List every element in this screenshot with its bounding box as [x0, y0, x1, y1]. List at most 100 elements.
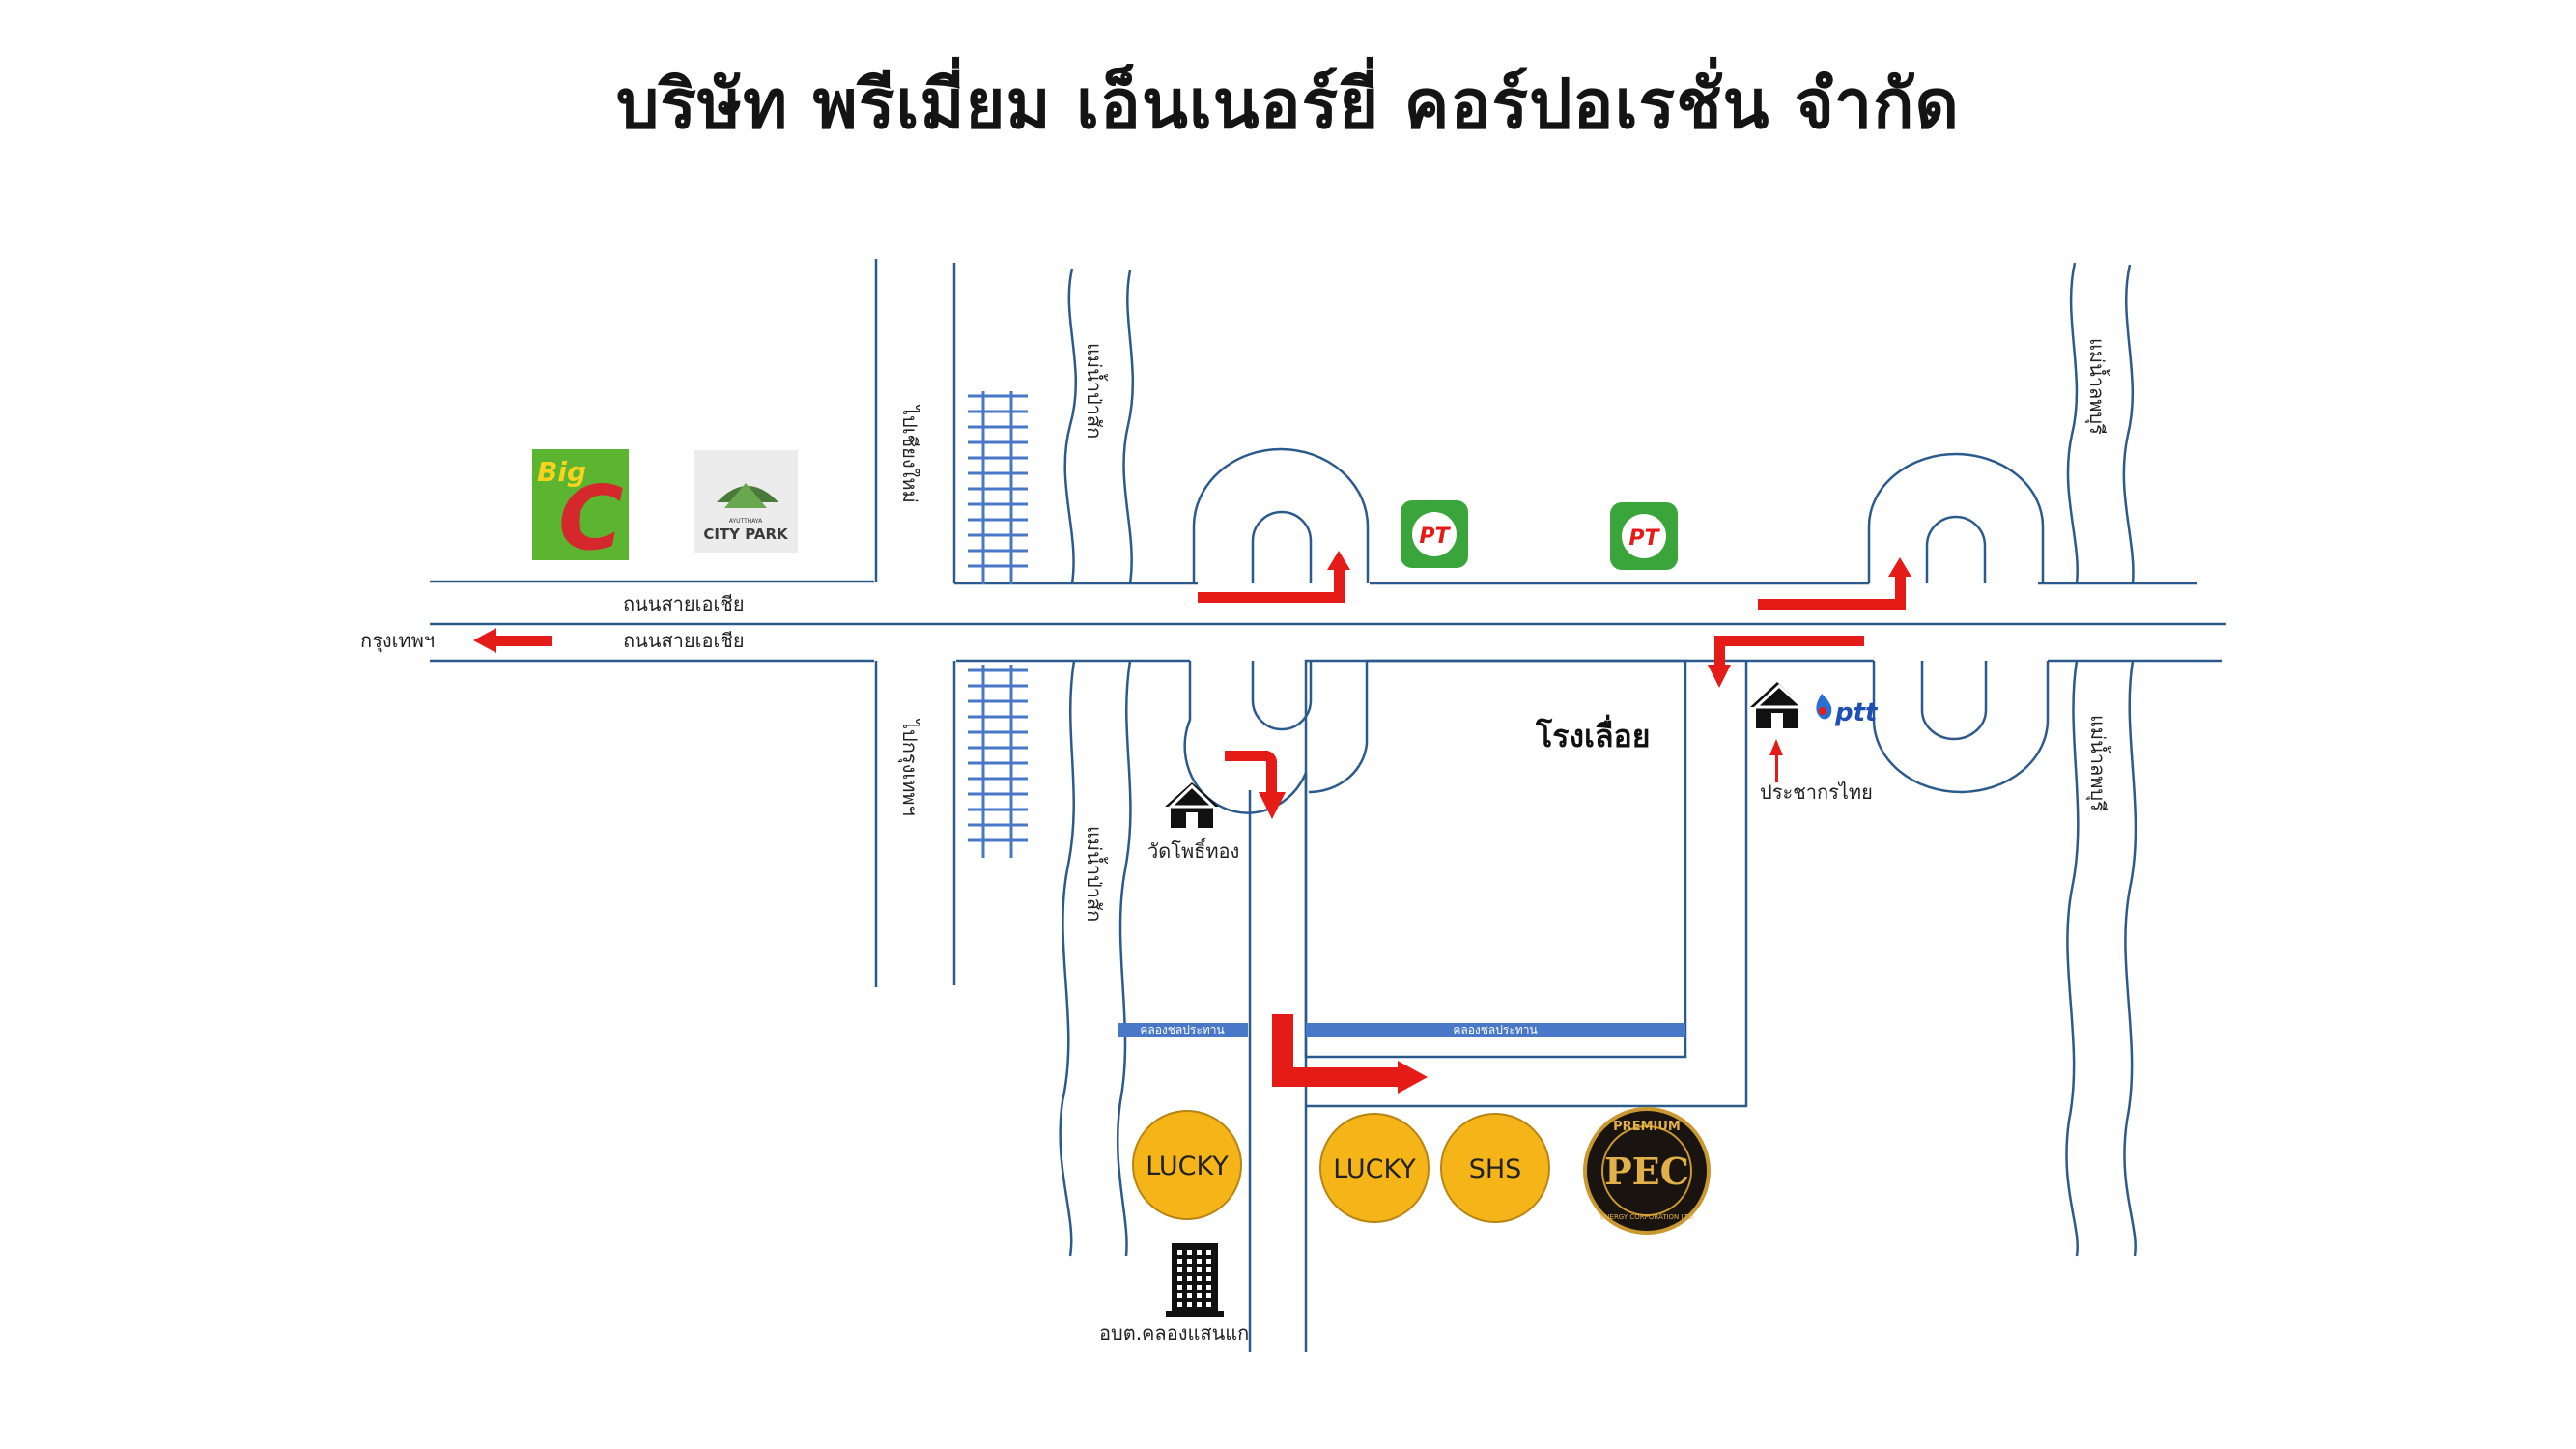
- canal-left-label: คลองชลประทาน: [1140, 1023, 1224, 1037]
- ptt-logo: ptt: [1816, 694, 1879, 727]
- canals: คลองชลประทาน คลองชลประทาน: [1118, 1023, 1685, 1037]
- building-window: [1177, 1259, 1182, 1264]
- uturn-right-top-outer: [1867, 452, 2045, 583]
- sawmill-block: [1304, 659, 1687, 1059]
- svg-text:CITY PARK: CITY PARK: [703, 526, 789, 543]
- river-pasak-bottom-w: [1059, 660, 1076, 1257]
- uturn-right-top-inner: [1925, 515, 1987, 583]
- uturn-left-bottom-inner: [1251, 661, 1313, 731]
- asia-road-north-label: ถนนสายเอเชีย: [623, 592, 745, 615]
- arrow-icon: [1769, 739, 1783, 782]
- building-window: [1197, 1293, 1202, 1298]
- building-window: [1197, 1250, 1202, 1255]
- river-lopburi-bottom-w: [2065, 660, 2080, 1257]
- arrow-icon: [1272, 1014, 1428, 1094]
- building-window: [1177, 1302, 1182, 1307]
- building-window: [1206, 1302, 1211, 1307]
- river-bottom-right-label: แม่น้ำลพบุรี: [2085, 715, 2111, 811]
- building-window: [1206, 1250, 1211, 1255]
- asia-road-south-label: ถนนสายเอเชีย: [623, 629, 745, 652]
- route-arrows: [473, 551, 1911, 1094]
- building-window: [1197, 1259, 1202, 1264]
- svg-text:PREMIUM: PREMIUM: [1613, 1120, 1681, 1134]
- building-window: [1187, 1302, 1192, 1307]
- arrow-icon: [1198, 551, 1350, 603]
- canal-right-label: คลองชลประทาน: [1453, 1023, 1537, 1037]
- temple-label: วัดโพธิ์ทอง: [1147, 837, 1239, 863]
- svg-text:PEC: PEC: [1604, 1150, 1689, 1193]
- canal-left: [1118, 1023, 1248, 1037]
- rivers: [1059, 262, 2137, 1257]
- building-window: [1187, 1285, 1192, 1290]
- bigc-logo: Big C: [532, 449, 629, 570]
- marker-shs: SHS: [1440, 1113, 1550, 1223]
- uturn-right-bottom-inner: [1920, 661, 1988, 741]
- arrow-icon: [473, 628, 552, 653]
- svg-text:AYUTTHAYA: AYUTTHAYA: [729, 518, 763, 525]
- svg-text:PT: PT: [1628, 526, 1660, 551]
- rail-south-label: ไปกรุงเทพฯ: [897, 718, 921, 816]
- obt-label: อบต.คลองแสนแก: [1099, 1321, 1249, 1345]
- canal-right: [1306, 1023, 1685, 1037]
- pec-logo: PREMIUM PEC ENERGY CORPORATION LTD: [1583, 1107, 1711, 1235]
- marker-lucky-1: LUCKY: [1132, 1110, 1242, 1220]
- building-window: [1206, 1293, 1211, 1298]
- uturn-left-top-inner: [1251, 510, 1313, 583]
- company-markers: LUCKY LUCKY SHS: [1132, 1110, 1550, 1223]
- svg-text:ptt: ptt: [1834, 698, 1879, 727]
- river-pasak-top-e: [1122, 270, 1135, 584]
- building-window: [1197, 1267, 1202, 1272]
- building-window: [1206, 1259, 1211, 1264]
- svg-text:LUCKY: LUCKY: [1146, 1151, 1229, 1181]
- svg-text:LUCKY: LUCKY: [1333, 1154, 1416, 1184]
- gas-station-icon: PT: [1610, 502, 1678, 570]
- river-pasak-top-w: [1063, 268, 1077, 584]
- river-lopburi-top-e: [2122, 264, 2135, 584]
- svg-text:ENERGY CORPORATION LTD: ENERGY CORPORATION LTD: [1600, 1213, 1693, 1221]
- svg-text:Big: Big: [537, 456, 586, 488]
- building-window: [1206, 1285, 1211, 1290]
- railway-north: [968, 391, 1028, 584]
- building-window: [1197, 1285, 1202, 1290]
- uturn-left-bottom-outer-right: [1308, 661, 1369, 794]
- house-icon: [1750, 682, 1806, 728]
- building-window: [1206, 1276, 1211, 1281]
- uturn-left-bottom-outer-left: [1183, 661, 1308, 1352]
- building-window: [1197, 1302, 1202, 1307]
- arrow-icon: [1758, 557, 1911, 610]
- building-window: [1206, 1267, 1211, 1272]
- uturn-left-top-outer: [1192, 447, 1370, 583]
- company-access-road: [1306, 661, 1748, 1108]
- building-window: [1177, 1267, 1182, 1272]
- bangkok-label: กรุงเทพฯ: [360, 629, 435, 653]
- building-window: [1187, 1293, 1192, 1298]
- building-window: [1187, 1267, 1192, 1272]
- river-bottom-left-label: แม่น้ำป่าสัก: [1083, 826, 1108, 922]
- uturn-right-bottom-outer: [1872, 661, 2050, 794]
- prachakorn-label: ประชากรไทย: [1760, 781, 1873, 804]
- building-window: [1177, 1285, 1182, 1290]
- arrow-icon: [1225, 751, 1286, 819]
- svg-text:C: C: [558, 467, 624, 570]
- river-lopburi-bottom-e: [2123, 660, 2137, 1257]
- building-icon: [1166, 1243, 1224, 1317]
- building-window: [1197, 1276, 1202, 1281]
- marker-lucky-2: LUCKY: [1319, 1113, 1430, 1223]
- railway-south: [968, 665, 1028, 858]
- river-pasak-bottom-e: [1116, 660, 1132, 1257]
- sawmill-label: โรงเลื่อย: [1535, 714, 1651, 754]
- building-window: [1187, 1259, 1192, 1264]
- svg-text:PT: PT: [1419, 525, 1451, 549]
- svg-text:SHS: SHS: [1469, 1154, 1522, 1184]
- page-title: บริษัท พรีเมี่ยม เอ็นเนอร์ยี่ คอร์ปอเรชั…: [615, 65, 1960, 144]
- building-window: [1187, 1276, 1192, 1281]
- building-window: [1177, 1250, 1182, 1255]
- river-top-left-label: แม่น้ำป่าสัก: [1083, 343, 1108, 439]
- building-window: [1177, 1276, 1182, 1281]
- river-top-right-label: แม่น้ำลพบุรี: [2084, 338, 2110, 435]
- arrow-icon: [1708, 636, 1864, 688]
- rail-north-label: ไปเชียงใหม่: [898, 404, 921, 503]
- river-lopburi-top-w: [2066, 262, 2079, 584]
